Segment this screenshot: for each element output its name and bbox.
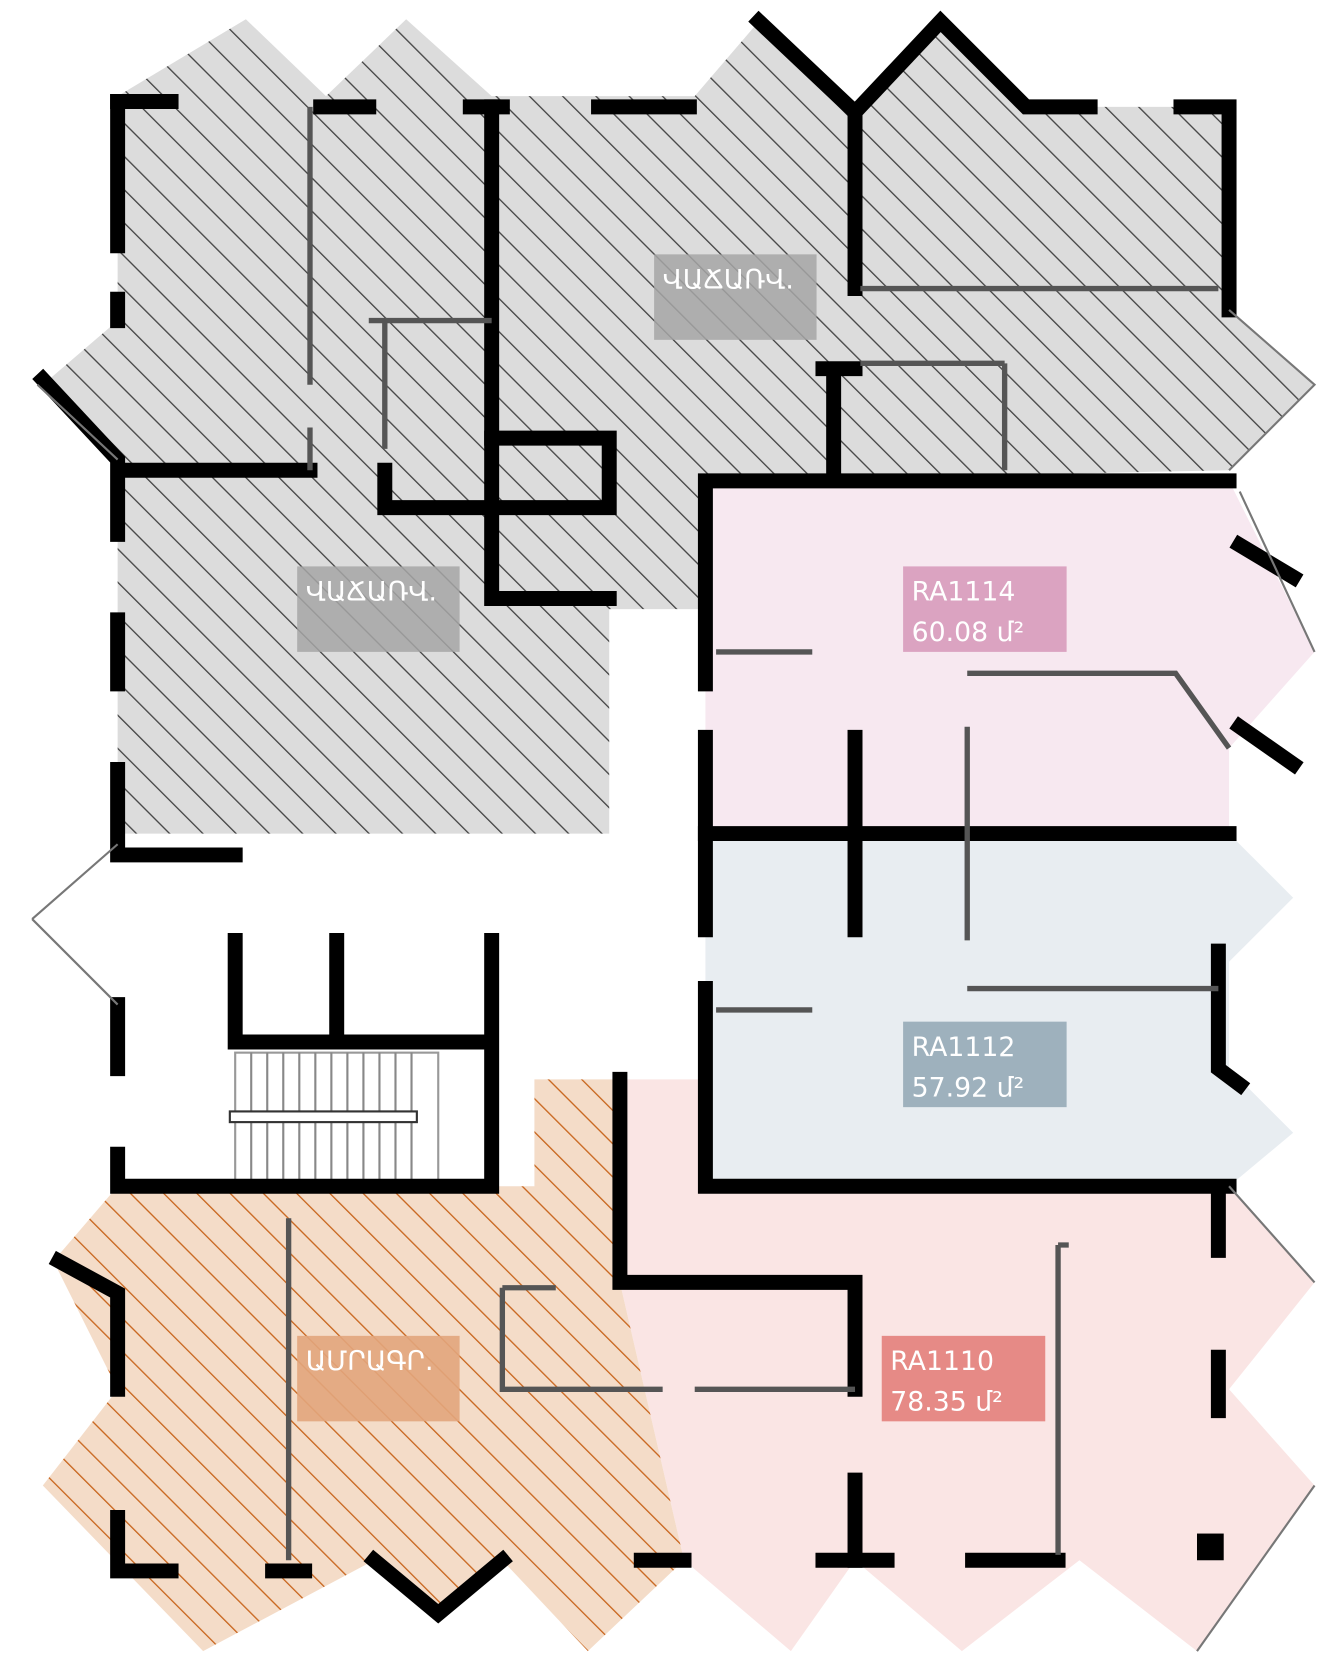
label-ra1110[interactable]: RA1110 78.35 մ² — [881, 1335, 1046, 1422]
label-ra1112[interactable]: RA1112 57.92 մ² — [903, 1021, 1067, 1108]
svg-text:ԱՄՐԱԳՐ.: ԱՄՐԱԳՐ. — [306, 1346, 434, 1377]
unit-ra1114-area[interactable] — [705, 480, 1315, 834]
partitions — [31, 106, 1317, 1652]
label-sold-left: ՎԱՃԱՌՎ. — [297, 566, 460, 652]
label-reserved: ԱՄՐԱԳՐ. — [297, 1335, 460, 1422]
svg-text:ՎԱՃԱՌՎ.: ՎԱՃԱՌՎ. — [306, 577, 437, 608]
staircase — [228, 1051, 440, 1182]
walls — [32, 10, 1304, 1624]
svg-text:RA1110: RA1110 — [890, 1346, 994, 1377]
svg-text:RA1114: RA1114 — [912, 577, 1016, 608]
svg-text:RA1112: RA1112 — [912, 1032, 1016, 1063]
svg-text:57.92 մ²: 57.92 մ² — [912, 1072, 1025, 1103]
label-ra1114[interactable]: RA1114 60.08 մ² — [903, 566, 1067, 652]
label-sold-top: ՎԱՃԱՌՎ. — [654, 254, 817, 340]
svg-text:78.35 մ²: 78.35 մ² — [890, 1387, 1003, 1418]
svg-text:ՎԱՃԱՌՎ.: ՎԱՃԱՌՎ. — [663, 265, 794, 296]
svg-text:60.08 մ²: 60.08 մ² — [912, 617, 1025, 648]
